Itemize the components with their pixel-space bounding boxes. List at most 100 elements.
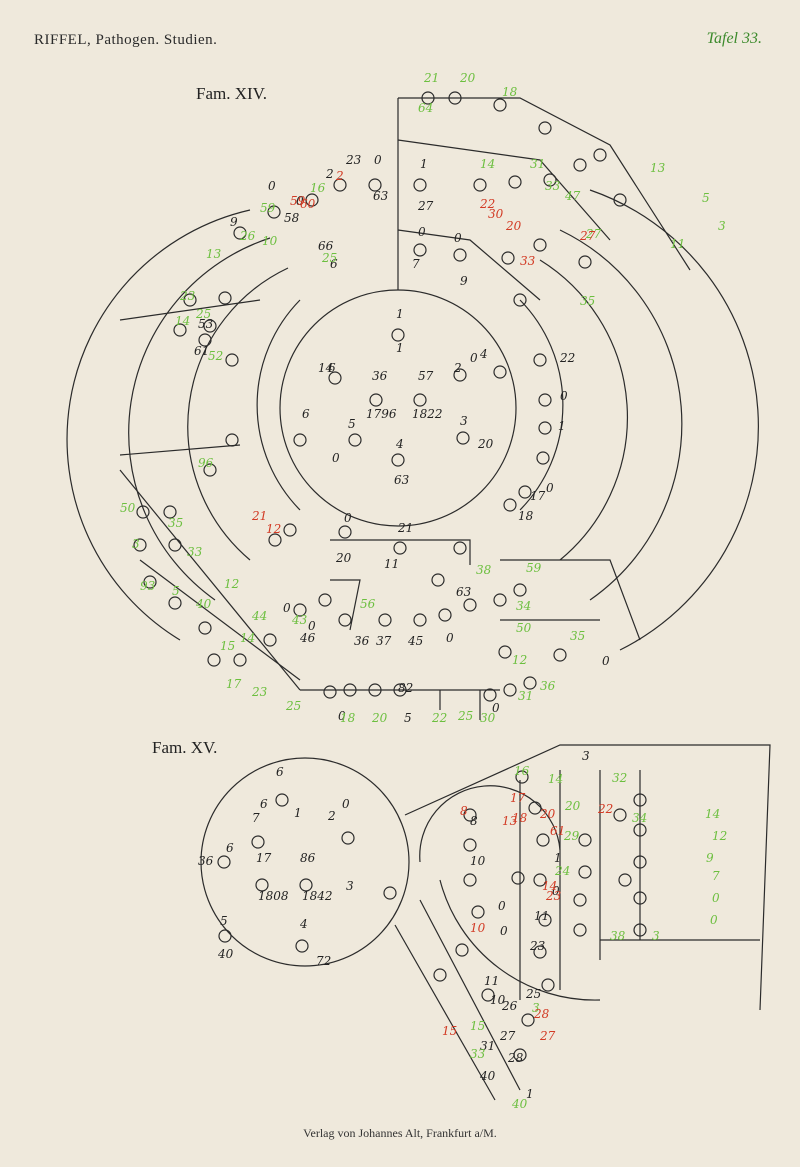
symbol bbox=[473, 178, 487, 192]
family-15-rings bbox=[200, 744, 771, 1101]
family-14-center-label: 20 bbox=[477, 437, 494, 451]
radial-line bbox=[439, 690, 481, 720]
family-14-center-symbols bbox=[293, 328, 507, 467]
family-14-black-label: 5 bbox=[404, 711, 412, 725]
family-14-green-label: 27 bbox=[585, 227, 602, 241]
family-14-center-label: 1796 bbox=[366, 407, 397, 421]
family-14-green-label: 36 bbox=[540, 679, 556, 693]
symbol bbox=[538, 393, 552, 407]
family-14-black-label: 53 bbox=[198, 317, 214, 331]
radial-line bbox=[119, 469, 301, 691]
family-15-black-label: 26 bbox=[501, 999, 518, 1013]
family-15-green-label: 14 bbox=[705, 807, 720, 821]
symbol bbox=[183, 293, 197, 307]
family-15-green-label: 38 bbox=[610, 929, 626, 943]
family-14-green-label: 20 bbox=[371, 711, 388, 725]
female-symbol bbox=[391, 453, 405, 467]
family-14-black-label: 0 bbox=[283, 601, 291, 615]
family-15-black-label: 10 bbox=[490, 993, 506, 1007]
family-15-red-label: 17 bbox=[510, 791, 526, 805]
radial-line bbox=[139, 559, 301, 681]
symbol bbox=[433, 968, 447, 982]
family-14-rings bbox=[66, 97, 759, 720]
symbol bbox=[323, 685, 337, 699]
family-14-red-label: 33 bbox=[520, 254, 536, 268]
symbol bbox=[343, 683, 357, 697]
symbol bbox=[553, 648, 567, 662]
symbol bbox=[168, 596, 182, 610]
family-14-black-label: 11 bbox=[384, 557, 399, 571]
female-symbol bbox=[255, 878, 269, 892]
symbol bbox=[613, 808, 627, 822]
family-14-green-label: 5 bbox=[702, 191, 710, 205]
symbol bbox=[143, 575, 157, 589]
family-14-green-label: 10 bbox=[262, 234, 278, 248]
symbol bbox=[305, 193, 319, 207]
family-14-red-label: 20 bbox=[505, 219, 522, 233]
family-14-black-label: 9 bbox=[460, 274, 468, 288]
family-14-red-label: 21 bbox=[251, 509, 267, 523]
family-14-green-label: 33 bbox=[545, 179, 561, 193]
family-14-green-label: 44 bbox=[251, 609, 267, 623]
symbol bbox=[541, 978, 555, 992]
radial-line bbox=[398, 97, 691, 271]
family-15-black-label: 40 bbox=[479, 1069, 496, 1083]
symbol bbox=[225, 353, 239, 367]
symbol bbox=[378, 613, 392, 627]
family-15-center-label: 72 bbox=[316, 954, 331, 968]
family-15-green-label: 24 bbox=[554, 864, 570, 878]
plate-header-title: RIFFEL, Pathogen. Studien. bbox=[34, 32, 218, 48]
family-14-green-label: 96 bbox=[198, 456, 214, 470]
family-15-red-label: 14 bbox=[542, 879, 557, 893]
symbol bbox=[533, 945, 547, 959]
symbol bbox=[225, 433, 239, 447]
family-14-green-label: 20 bbox=[459, 71, 476, 85]
family-15-red-label: 15 bbox=[442, 1024, 457, 1038]
symbol bbox=[463, 808, 477, 822]
female-symbol bbox=[328, 371, 342, 385]
family-15-center-label: 7 bbox=[252, 811, 260, 825]
symbol bbox=[503, 683, 517, 697]
symbol bbox=[515, 770, 529, 784]
family-14-green-label: 31 bbox=[530, 157, 545, 171]
family-14-black-label: 0 bbox=[344, 511, 352, 525]
symbol bbox=[463, 598, 477, 612]
family-14-green-label: 14 bbox=[480, 157, 495, 171]
family-14-green-label: 25 bbox=[285, 699, 301, 713]
family-14-black-label: 46 bbox=[299, 631, 316, 645]
family-14-green-label: 47 bbox=[564, 189, 581, 203]
family-14-center-label: 57 bbox=[418, 369, 434, 383]
symbol bbox=[633, 891, 647, 905]
symbol bbox=[448, 91, 462, 105]
female-symbol bbox=[251, 835, 265, 849]
symbol bbox=[578, 833, 592, 847]
family-14-black-label: 0 bbox=[454, 231, 462, 245]
radial-line bbox=[394, 924, 496, 1101]
family-14-green-label: 50 bbox=[120, 501, 136, 515]
family-15-green-label: 34 bbox=[632, 811, 647, 825]
symbol bbox=[528, 801, 542, 815]
female-symbol bbox=[348, 433, 362, 447]
symbol bbox=[538, 121, 552, 135]
family-14-green-label: 56 bbox=[360, 597, 376, 611]
radial-line bbox=[500, 559, 641, 641]
radial-line bbox=[119, 299, 261, 321]
family-15-red-label: 23 bbox=[545, 889, 562, 903]
ring-center bbox=[200, 757, 410, 967]
symbol bbox=[333, 178, 347, 192]
family-14-green-label: 23 bbox=[179, 289, 196, 303]
symbol bbox=[508, 175, 522, 189]
family-14-center-label: 6 bbox=[328, 361, 336, 375]
family-15-center-label: 6 bbox=[276, 765, 284, 779]
family-14-red-label: 59 bbox=[290, 194, 306, 208]
radial-line bbox=[404, 744, 771, 1011]
family-14-green-label: 14 bbox=[175, 314, 190, 328]
family-15-center-label: 6 bbox=[226, 841, 234, 855]
symbol bbox=[293, 603, 307, 617]
family-14-ring-symbols bbox=[133, 91, 627, 702]
family-15-green-label: 0 bbox=[712, 891, 720, 905]
family-15-red-label: 10 bbox=[470, 921, 486, 935]
family-14-green-label: 43 bbox=[291, 613, 308, 627]
family-15-center-label: 3 bbox=[346, 879, 354, 893]
